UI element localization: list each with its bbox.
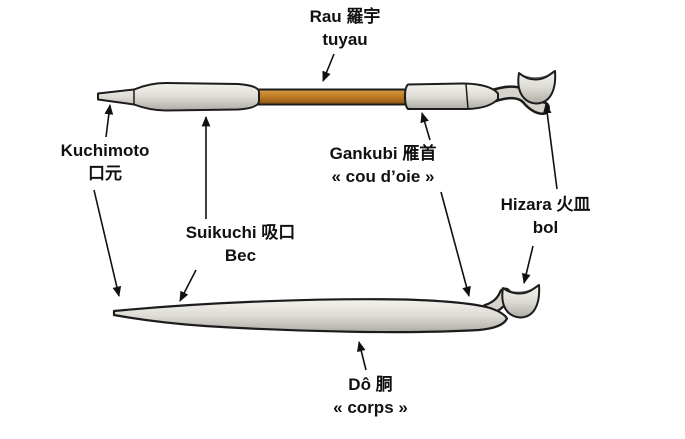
label-kuchimoto-line2: 口元 (88, 164, 122, 184)
arrow-suikuchi-to-bottom-pipe (179, 269, 197, 302)
arrow-do-to-body (357, 340, 367, 371)
label-hizara: Hizara 火皿 bol (468, 193, 623, 240)
label-do: Dô 胴 « corps » (293, 373, 448, 420)
label-kuchimoto-line1: Kuchimoto (60, 141, 150, 160)
label-suikuchi-line1: Suikuchi 吸口 (185, 223, 296, 242)
bottom-pipe-illustration (112, 284, 541, 334)
label-gankubi-line1: Gankubi 雁首 (329, 144, 437, 163)
mouthpiece-shape (97, 82, 260, 112)
bamboo-shaft-shape (255, 88, 411, 106)
arrow-rau-to-shaft (322, 53, 335, 82)
arrow-gankubi-to-top-pipe (420, 112, 431, 141)
bottom-bowl-rim-line (504, 286, 538, 293)
arrow-kuchimoto-to-bottom-pipe (93, 189, 122, 298)
label-do-line1: Dô 胴 (348, 375, 393, 394)
arrow-gankubi-to-bottom-pipe (440, 191, 471, 298)
arrow-kuchimoto-to-top-pipe (104, 103, 114, 138)
label-do-line2: « corps » (333, 398, 408, 418)
label-rau-line1: Rau 羅宇 (309, 7, 381, 26)
label-hizara-line2: bol (532, 218, 559, 238)
arrow-hizara-to-bottom-bowl (521, 245, 534, 285)
label-rau: Rau 羅宇 tuyau (255, 5, 435, 52)
label-rau-line2: tuyau (322, 30, 368, 50)
arrow-hizara-to-top-bowl (542, 102, 558, 190)
label-gankubi-line2: « cou d’oie » (331, 167, 435, 187)
top-bowl-rim-line (520, 72, 554, 79)
label-gankubi: Gankubi 雁首 « cou d’oie » (298, 142, 468, 189)
label-suikuchi: Suikuchi 吸口 Bec (158, 221, 323, 268)
label-hizara-line1: Hizara 火皿 (500, 195, 591, 214)
top-pipe-illustration (97, 70, 557, 115)
label-kuchimoto: Kuchimoto 口元 (30, 139, 180, 186)
annotation-arrows (93, 53, 558, 371)
gankubi-joint-line (465, 83, 469, 110)
label-suikuchi-line2: Bec (224, 246, 257, 266)
gankubi-neck-shape (404, 82, 499, 110)
pipe-body-shape (112, 298, 509, 334)
